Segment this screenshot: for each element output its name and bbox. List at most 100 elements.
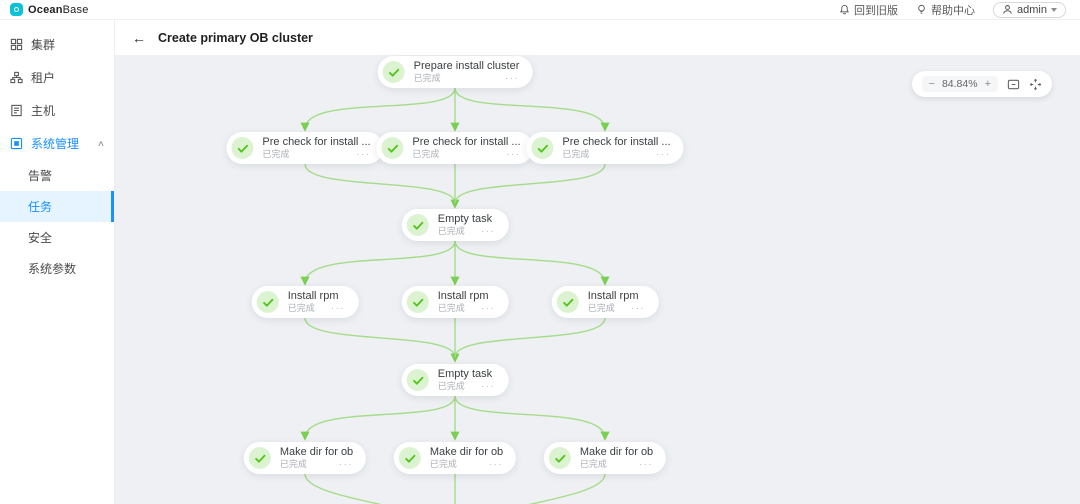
page-header: ← Create primary OB cluster (115, 20, 1080, 55)
node-more-button[interactable]: ··· (488, 458, 504, 470)
node-more-button[interactable]: ··· (630, 302, 646, 314)
bell-icon (840, 5, 849, 15)
node-more-button[interactable]: ··· (480, 302, 496, 314)
zoom-control: − 84.84% + (911, 71, 1052, 97)
sidebar-item-cluster[interactable]: 集群 (0, 28, 114, 61)
success-check-icon (382, 61, 405, 83)
system-management-icon (10, 137, 23, 150)
success-check-icon (406, 369, 429, 391)
success-check-icon (231, 137, 254, 159)
sidebar-item-system-management[interactable]: 系统管理 ∧ (0, 127, 114, 160)
task-node-title: Prepare install cluster (413, 59, 520, 72)
task-node-status: 已完成 (413, 73, 441, 84)
task-node-status: 已完成 (579, 459, 607, 470)
task-node-status: 已完成 (562, 149, 590, 160)
actual-size-icon (1007, 79, 1020, 89)
task-node-status: 已完成 (262, 149, 290, 160)
success-check-icon (531, 137, 554, 159)
task-node[interactable]: Pre check for install ...已完成 ··· (226, 132, 384, 164)
task-node-title: Make dir for ob (579, 445, 654, 458)
sidebar-item-label: 主机 (31, 104, 56, 118)
oceanbase-logo-icon (10, 3, 23, 16)
lightbulb-icon (918, 4, 925, 14)
chevron-down-icon (1051, 7, 1057, 12)
fit-view-button[interactable] (1029, 78, 1042, 91)
back-to-old-version-link[interactable]: 回到旧版 (839, 2, 898, 18)
sidebar-subitem-system-parameters[interactable]: 系统参数 (28, 262, 77, 276)
host-icon (11, 104, 22, 117)
help-center-link[interactable]: 帮助中心 (916, 2, 975, 18)
node-more-button[interactable]: ··· (504, 72, 520, 84)
task-flow-edges (300, 87, 610, 504)
task-node-title: Make dir for ob (429, 445, 504, 458)
node-more-button[interactable]: ··· (480, 380, 496, 392)
task-node-status: 已完成 (279, 459, 307, 470)
sidebar-item-label: 租户 (31, 71, 56, 85)
oceanbase-logo[interactable]: OceanBase (0, 3, 115, 16)
fit-view-icon (1029, 78, 1042, 90)
actual-size-button[interactable] (1007, 78, 1020, 91)
page-title: Create primary OB cluster (158, 30, 313, 45)
success-check-icon (556, 291, 579, 313)
task-node-status: 已完成 (437, 303, 465, 314)
sidebar-item-tenant[interactable]: 租户 (0, 61, 114, 94)
node-more-button[interactable]: ··· (356, 148, 371, 160)
success-check-icon (381, 137, 404, 159)
success-check-icon (406, 214, 429, 236)
zoom-level: 84.84% (941, 78, 978, 90)
sidebar-subitem-alerts[interactable]: 告警 (28, 169, 53, 183)
chevron-up-icon[interactable]: ∧ (96, 139, 106, 148)
user-menu[interactable]: admin (993, 1, 1066, 18)
sidebar-subitem-security[interactable]: 安全 (28, 231, 53, 245)
task-node[interactable]: Pre check for install ...已完成··· (376, 132, 534, 164)
node-more-button[interactable]: ··· (338, 458, 354, 470)
task-node-status: 已完成 (587, 303, 615, 314)
task-node-title: Pre check for install ... (262, 135, 371, 148)
tenant-icon (10, 71, 23, 84)
sidebar-item-label: 集群 (31, 38, 56, 52)
sidebar-item-host[interactable]: 主机 (0, 94, 114, 127)
task-node-title: Install rpm (437, 289, 489, 302)
task-node-title: Install rpm (287, 289, 339, 302)
sidebar-subitem-tasks[interactable]: 任务 (0, 191, 114, 222)
task-node-status: 已完成 (437, 226, 465, 237)
oceanbase-logo-text: OceanBase (28, 3, 89, 16)
task-node-status: 已完成 (437, 381, 465, 392)
task-node-status: 已完成 (287, 303, 315, 314)
node-more-button[interactable]: ··· (480, 225, 496, 237)
task-node-status: 已完成 (429, 459, 457, 470)
node-more-button[interactable]: ··· (656, 148, 671, 160)
success-check-icon (406, 291, 429, 313)
top-bar: OceanBase 回到旧版 帮助中心 admin (0, 0, 1080, 20)
task-node-title: Make dir for ob (279, 445, 354, 458)
task-node-title: Install rpm (587, 289, 639, 302)
user-icon (1003, 5, 1012, 14)
sidebar: 集群 租户 主机 系统管理 ∧ 告警 任务 安全 系统参数 (0, 20, 115, 504)
sidebar-item-label: 系统管理 (31, 137, 80, 151)
success-check-icon (548, 447, 571, 469)
back-button[interactable]: ← (132, 29, 146, 46)
success-check-icon (256, 291, 279, 313)
node-more-button[interactable]: ··· (506, 148, 521, 160)
task-node-title: Empty task (437, 212, 493, 225)
task-node-status: 已完成 (412, 149, 440, 160)
node-more-button[interactable]: ··· (330, 302, 346, 314)
task-node[interactable]: Pre check for install ...已完成 ··· (526, 132, 684, 164)
cluster-icon (10, 38, 23, 51)
zoom-in-button[interactable]: + (984, 77, 991, 90)
success-check-icon (398, 447, 421, 469)
zoom-out-button[interactable]: − (928, 77, 935, 90)
node-more-button[interactable]: ··· (638, 458, 654, 470)
task-node-title: Pre check for install ... (562, 135, 671, 148)
task-node-title: Empty task (437, 367, 493, 380)
